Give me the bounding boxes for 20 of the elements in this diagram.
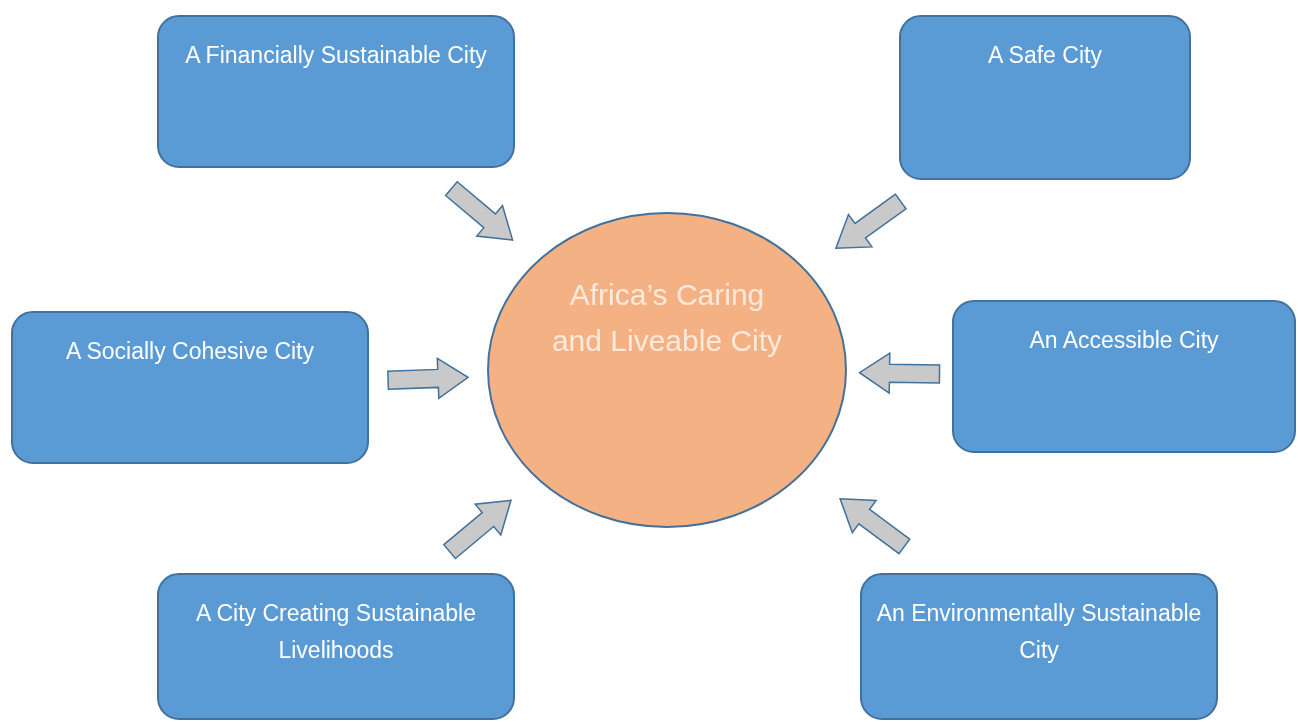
goal-label: An Accessible City: [1028, 326, 1220, 355]
center-title: Africa’s Caring and Liveable City: [550, 277, 784, 359]
goal-label: A Financially Sustainable City: [184, 41, 488, 70]
block-arrow: [387, 357, 470, 400]
goal-label: A City Creating Sustainable Livelihoods: [195, 599, 477, 665]
goal-box: [157, 15, 515, 168]
block-arrow: [839, 497, 911, 555]
goal-label: An Environmentally Sustainable City: [875, 599, 1203, 665]
block-arrow: [858, 351, 941, 395]
goal-box: [11, 311, 369, 464]
goal-box: [952, 300, 1296, 453]
central-circle: [487, 212, 847, 528]
block-arrow: [442, 499, 513, 560]
goal-box: [860, 573, 1218, 720]
goal-label: A Safe City: [987, 41, 1103, 70]
block-arrow: [444, 180, 514, 241]
block-arrow: [834, 193, 908, 250]
goal-box: [157, 573, 515, 720]
goal-box: [899, 15, 1191, 180]
goal-label: A Socially Cohesive City: [65, 337, 315, 366]
